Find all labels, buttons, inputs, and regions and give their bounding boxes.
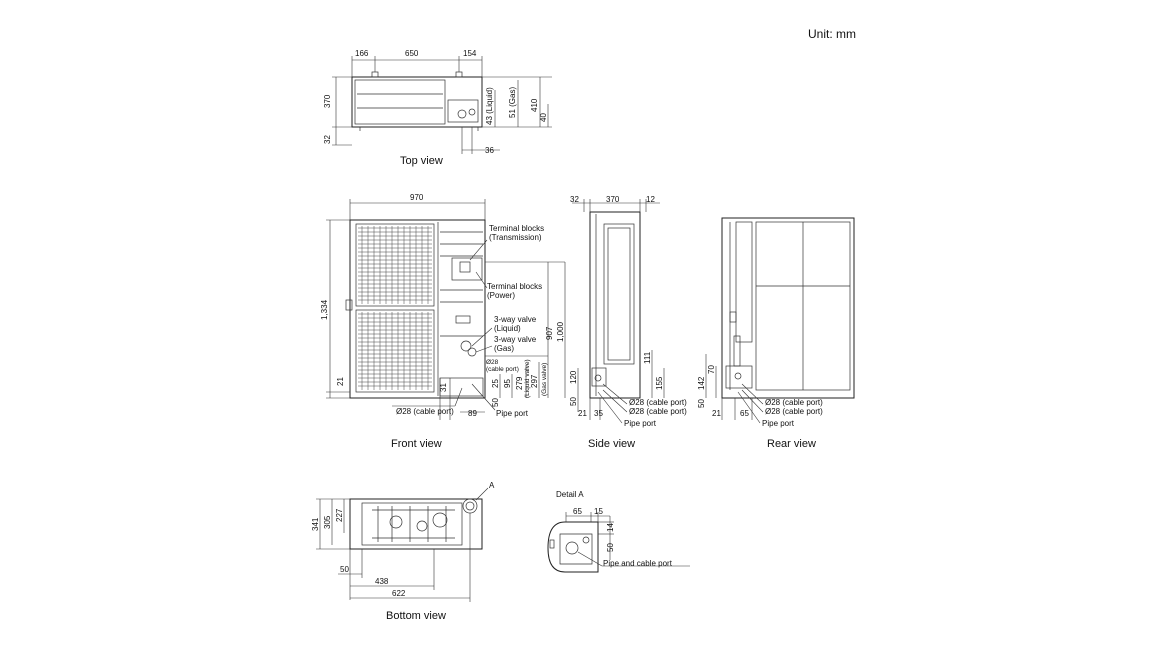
side-dim-12: 12	[646, 195, 655, 204]
top-dim-410: 410	[530, 98, 539, 112]
side-label-cable-2: Ø28 (cable port)	[629, 407, 687, 416]
top-dim-40: 40	[539, 113, 548, 122]
front-dim-31: 31	[439, 383, 448, 392]
detail-dim-65: 65	[573, 507, 582, 516]
side-label-pipe: Pipe port	[624, 419, 657, 428]
rear-view: 142 70 50 21 65 Ø28 (cable port) Ø28 (ca…	[697, 217, 855, 450]
detail-dim-15: 15	[594, 507, 603, 516]
front-label-cable-port: (cable port)	[486, 366, 519, 373]
top-dim-36: 36	[485, 146, 494, 155]
front-label-terminal-transmission-2: (Transmission)	[489, 233, 542, 242]
unit-label: Unit: mm	[808, 27, 856, 41]
detail-a: Detail A 65 15 14 50 Pipe and cable port	[547, 490, 690, 573]
top-dim-166: 166	[355, 49, 369, 58]
front-dim-907: 907	[545, 326, 554, 340]
front-dim-297: 297	[530, 374, 539, 388]
front-label-terminal-transmission-1: Terminal blocks	[489, 224, 544, 233]
front-dim-50: 50	[491, 398, 500, 407]
rear-dim-50: 50	[697, 399, 706, 408]
front-label-valve-liquid-1: 3-way valve	[494, 315, 537, 324]
top-dim-51-gas: 51 (Gas)	[508, 87, 517, 118]
rear-label-cable-1: Ø28 (cable port)	[765, 398, 823, 407]
detail-dim-14: 14	[606, 523, 615, 532]
rear-dim-142: 142	[697, 376, 706, 390]
top-dim-154: 154	[463, 49, 477, 58]
front-label-valve-gas-2: (Gas)	[494, 344, 514, 353]
front-dim-1334: 1,334	[320, 299, 329, 320]
side-dim-155: 155	[655, 376, 664, 390]
lower-grille	[358, 312, 432, 390]
front-dim-279: 279	[515, 376, 524, 390]
bottom-dim-341: 341	[311, 517, 320, 531]
side-dim-370: 370	[606, 195, 620, 204]
detail-label-pipe-cable-port: Pipe and cable port	[603, 559, 673, 568]
front-view: 970 1,334 21 Terminal blocks (Transmissi…	[320, 193, 566, 450]
front-dim-liquid-valve: (Liquid valve)	[524, 359, 531, 398]
front-dim-21: 21	[336, 377, 345, 386]
side-dim-35: 35	[594, 409, 603, 418]
front-dim-89: 89	[468, 409, 477, 418]
side-dim-21: 21	[578, 409, 587, 418]
side-view-caption: Side view	[588, 438, 635, 450]
bottom-view: A 341 305 227 50 438 622 Bottom view	[311, 481, 495, 622]
front-label-valve-liquid-2: (Liquid)	[494, 324, 521, 333]
side-dim-50: 50	[569, 397, 578, 406]
side-label-cable-1: Ø28 (cable port)	[629, 398, 687, 407]
rear-dim-70: 70	[707, 365, 716, 374]
bottom-view-caption: Bottom view	[386, 610, 446, 622]
top-dim-32: 32	[323, 135, 332, 144]
front-label-cable-28: Ø28	[486, 359, 499, 366]
bottom-marker-a: A	[489, 481, 495, 490]
rear-view-caption: Rear view	[767, 438, 816, 450]
front-label-terminal-power-1: Terminal blocks	[487, 282, 542, 291]
top-view-caption: Top view	[400, 155, 443, 167]
front-label-pipe-port: Pipe port	[496, 409, 529, 418]
bottom-dim-50: 50	[340, 565, 349, 574]
top-dim-650: 650	[405, 49, 419, 58]
upper-grille	[358, 226, 432, 304]
rear-dim-21: 21	[712, 409, 721, 418]
front-label-terminal-power-2: (Power)	[487, 291, 515, 300]
rear-label-pipe: Pipe port	[762, 419, 795, 428]
rear-label-cable-2: Ø28 (cable port)	[765, 407, 823, 416]
side-view: 32 370 12 111 155 120 50 21 35 Ø28 (cabl…	[569, 195, 687, 450]
bottom-dim-227: 227	[335, 508, 344, 522]
front-dim-25: 25	[491, 379, 500, 388]
front-view-caption: Front view	[391, 438, 442, 450]
bottom-dim-438: 438	[375, 577, 389, 586]
front-label-valve-gas-1: 3-way valve	[494, 335, 537, 344]
front-dim-gas-valve: (Gas valve)	[541, 363, 548, 396]
front-dim-1000: 1,000	[556, 321, 565, 342]
detail-a-title: Detail A	[556, 490, 584, 499]
top-dim-370: 370	[323, 94, 332, 108]
rear-dim-65: 65	[740, 409, 749, 418]
bottom-dim-305: 305	[323, 515, 332, 529]
top-dim-43-liquid: 43 (Liquid)	[485, 87, 494, 125]
top-view: 166 650 154 370 32 43 (Liquid) 51 (Gas) …	[323, 49, 552, 167]
detail-dim-50: 50	[606, 543, 615, 552]
side-dim-111: 111	[643, 351, 652, 364]
front-label-cable-port-bottom: Ø28 (cable port)	[396, 407, 454, 416]
side-dim-32: 32	[570, 195, 579, 204]
front-dim-95: 95	[503, 379, 512, 388]
bottom-dim-622: 622	[392, 589, 406, 598]
side-dim-120: 120	[569, 370, 578, 384]
front-dim-970: 970	[410, 193, 424, 202]
